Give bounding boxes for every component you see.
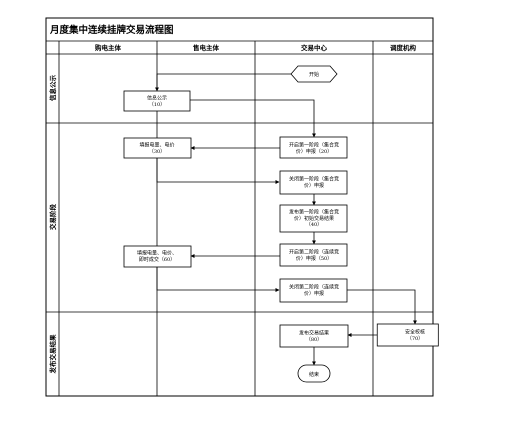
lane-header-buyer: 购电主体 [95, 43, 122, 52]
node-label-line: 即时成交（60） [139, 256, 175, 263]
node-label-line: 信息公示 [147, 95, 167, 102]
node-label-line: 价）申报（20） [296, 148, 332, 155]
node-label-line: 关闭第二阶段（连续竞 [289, 284, 339, 291]
node-label-line: 发布第一阶段（集合竞 [289, 209, 339, 216]
node-label-line: 填报电量、电价、 [137, 250, 177, 257]
node-label-line: （70） [407, 336, 423, 342]
node-fill-1: 填报电量、电价（30） [123, 137, 192, 159]
node-label-line: 价）申报（50） [296, 255, 332, 262]
node-start: 开始 [290, 65, 338, 83]
stage-label-trade: 交易阶段 [48, 204, 57, 231]
node-result: 发布交易结果（80） [279, 324, 349, 348]
node-safety-check: 安全校核（70） [376, 323, 439, 347]
lane-header-dispatch: 调度机构 [390, 43, 417, 52]
node-label-line: 价）申报 [304, 182, 324, 189]
node-label-line: （40） [306, 222, 322, 228]
node-label-line: （80） [306, 337, 322, 343]
node-label-line: 结束 [309, 371, 319, 378]
arrow-fill2-to-close2 [156, 266, 280, 292]
stage-label-result: 发布交易结果 [48, 334, 57, 375]
diagram-frame [45, 17, 434, 397]
diagram-title: 月度集中连续挂牌交易流程图 [49, 24, 174, 36]
lane-header-seller: 售电主体 [193, 43, 220, 52]
arrow-fill1-to-close1 [156, 158, 280, 184]
node-label-line: （30） [149, 149, 165, 155]
node-label-line: 开启第一阶段（集合竞 [289, 142, 339, 149]
node-label-line: 价）申报 [304, 290, 324, 297]
stage-label-publish: 信息公示 [48, 75, 57, 102]
node-label-line: 价）初始交易结果 [294, 215, 334, 222]
node-label-line: 开始 [309, 71, 319, 78]
arrow-start-to-info [155, 73, 291, 92]
node-label-line: 发布交易结果 [299, 330, 329, 337]
arrow-close2-to-check [347, 289, 417, 325]
node-label-line: 开启第二阶段（连续竞 [289, 249, 339, 256]
node-fill-2: 填报电量、电价、即时成交（60） [123, 245, 192, 268]
node-label-line: （10） [149, 102, 165, 108]
lane-header-center: 交易中心 [301, 43, 328, 52]
arrow-info-to-open1 [190, 99, 316, 138]
node-label-line: 填报电量、电价 [139, 142, 174, 149]
node-end: 结束 [297, 364, 331, 383]
node-label-line: 关闭第一阶段（集合竞 [289, 176, 339, 183]
node-label-line: 安全校核 [405, 329, 425, 336]
node-info: 信息公示（10） [123, 90, 191, 112]
